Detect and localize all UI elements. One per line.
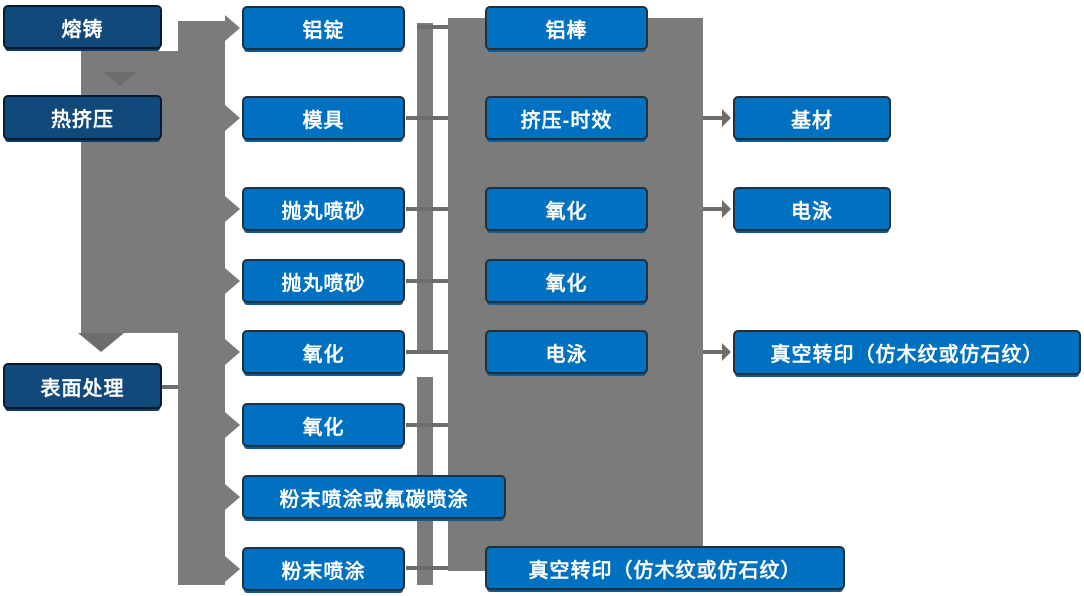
node-label: 氧化 <box>302 416 345 439</box>
node-label: 真空转印（仿木纹或仿石纹） <box>528 559 802 582</box>
node-label: 氧化 <box>545 200 588 223</box>
node-label: 表面处理 <box>40 377 125 400</box>
stub-line <box>406 116 448 120</box>
arrow-down-icon <box>104 72 136 86</box>
node-label: 电泳 <box>791 200 833 223</box>
stub-line <box>406 566 448 570</box>
node-label: 模具 <box>302 109 345 132</box>
node-label: 铝棒 <box>545 19 588 42</box>
node-oxidation-b1[interactable]: 氧化 <box>485 187 648 231</box>
stub-line <box>406 423 448 427</box>
stub-line <box>703 350 722 354</box>
middle-bar-upper <box>417 23 433 353</box>
arrow-right-icon <box>225 105 240 131</box>
node-shot-blasting-1[interactable]: 抛丸喷砂 <box>242 187 405 231</box>
node-vacuum-transfer-2[interactable]: 真空转印（仿木纹或仿石纹） <box>733 330 1081 375</box>
node-surface-treatment[interactable]: 表面处理 <box>3 363 162 409</box>
node-electrophoresis-2[interactable]: 电泳 <box>733 187 891 231</box>
arrow-down-icon <box>78 333 124 352</box>
node-label: 电泳 <box>545 343 588 366</box>
arrow-right-icon <box>225 484 240 510</box>
left-narrow-trunk <box>178 21 225 585</box>
node-oxidation-a1[interactable]: 氧化 <box>242 330 405 374</box>
node-melt-casting[interactable]: 熔铸 <box>3 5 162 49</box>
node-oxidation-a2[interactable]: 氧化 <box>242 403 405 447</box>
node-base-material[interactable]: 基材 <box>733 96 891 140</box>
node-hot-extrusion[interactable]: 热挤压 <box>3 95 162 140</box>
node-shot-blasting-2[interactable]: 抛丸喷砂 <box>242 259 405 303</box>
node-label: 真空转印（仿木纹或仿石纹） <box>770 344 1044 366</box>
node-aluminum-ingot[interactable]: 铝锭 <box>242 6 405 50</box>
arrow-right-icon <box>225 412 240 438</box>
arrow-right-icon <box>225 339 240 365</box>
node-label: 抛丸喷砂 <box>281 272 366 295</box>
left-wide-trunk <box>81 51 178 333</box>
arrow-right-icon <box>722 200 731 218</box>
node-label: 基材 <box>791 109 833 132</box>
stub-line <box>703 116 722 120</box>
arrow-right-icon <box>225 196 240 222</box>
arrow-right-icon <box>225 15 240 41</box>
node-label: 挤压-时效 <box>520 109 613 132</box>
stub-line <box>406 207 448 211</box>
arrow-right-icon <box>722 109 731 127</box>
node-label: 粉末喷涂或氟碳喷涂 <box>279 488 469 511</box>
node-label: 抛丸喷砂 <box>281 200 366 223</box>
surface-treatment-stub <box>162 385 178 389</box>
stub-line <box>703 207 722 211</box>
arrow-right-icon <box>722 343 731 361</box>
node-label: 氧化 <box>302 343 345 366</box>
arrow-right-icon <box>225 556 240 582</box>
node-label: 热挤压 <box>51 109 114 131</box>
stub-line <box>417 25 448 29</box>
stub-line <box>406 350 448 354</box>
node-aluminum-rod[interactable]: 铝棒 <box>485 6 648 50</box>
node-oxidation-b2[interactable]: 氧化 <box>485 259 648 303</box>
node-label: 熔铸 <box>61 18 104 41</box>
node-label: 铝锭 <box>302 19 345 42</box>
node-label: 粉末喷涂 <box>281 560 366 583</box>
node-powder-or-fluorocarbon-coating[interactable]: 粉末喷涂或氟碳喷涂 <box>242 475 506 519</box>
node-powder-coating[interactable]: 粉末喷涂 <box>242 547 405 591</box>
node-vacuum-transfer-1[interactable]: 真空转印（仿木纹或仿石纹） <box>485 546 845 590</box>
stub-line <box>406 279 448 283</box>
node-label: 氧化 <box>545 272 588 295</box>
node-extrusion-aging[interactable]: 挤压-时效 <box>485 96 648 140</box>
node-electrophoresis-1[interactable]: 电泳 <box>485 330 648 374</box>
node-mold[interactable]: 模具 <box>242 96 405 140</box>
arrow-right-icon <box>225 268 240 294</box>
